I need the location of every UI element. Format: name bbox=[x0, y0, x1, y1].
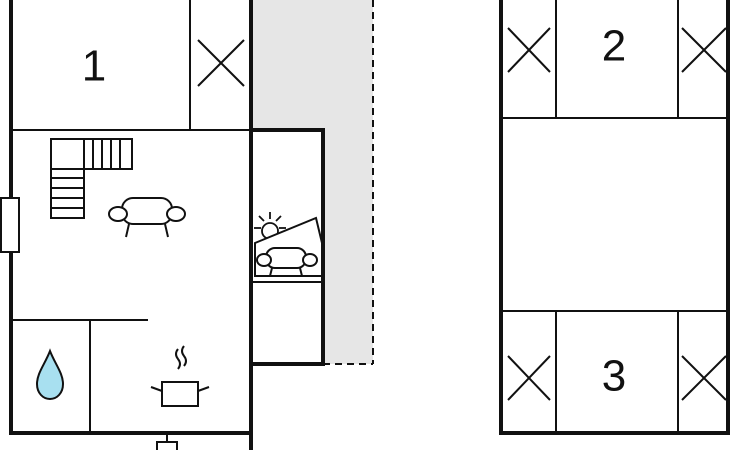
deck-chair bbox=[254, 216, 323, 277]
staircase-icon bbox=[50, 138, 133, 219]
room-label-3: 3 bbox=[602, 352, 626, 401]
terrace-area bbox=[253, 0, 374, 365]
water-drop-icon bbox=[35, 348, 65, 401]
entrance-marker bbox=[156, 433, 178, 450]
cooking-pot-icon bbox=[150, 345, 210, 407]
bed-cross-icon bbox=[197, 39, 245, 87]
room-label-1: 1 bbox=[82, 42, 106, 91]
bed-cross-icon bbox=[507, 27, 727, 401]
sofa-icon bbox=[108, 197, 186, 238]
upper-floor-walls bbox=[499, 0, 730, 435]
room-label-2: 2 bbox=[602, 22, 626, 71]
window bbox=[0, 197, 20, 253]
